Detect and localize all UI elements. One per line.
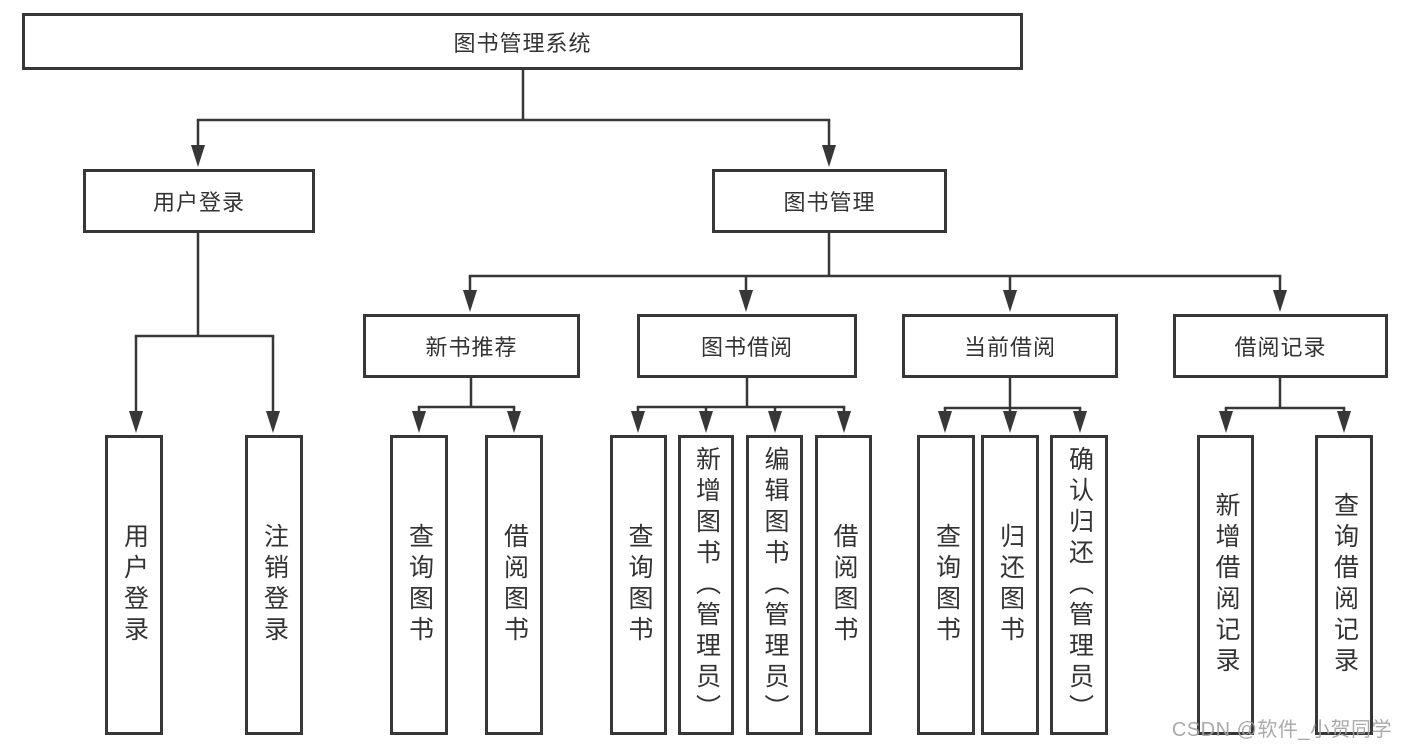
leaf-records-add-record: 新增借阅记录 bbox=[1197, 435, 1254, 735]
node-label: 新书推荐 bbox=[425, 335, 518, 360]
node-label: 当前借阅 bbox=[963, 335, 1056, 360]
node-label: 借阅图书 bbox=[830, 523, 858, 647]
node-label: 图书管理系统 bbox=[453, 30, 592, 56]
node-current-borrowing: 当前借阅 bbox=[902, 314, 1118, 378]
node-label: 用户登录 bbox=[120, 523, 149, 647]
node-label: 注销登录 bbox=[260, 523, 289, 647]
leaf-borrowing-borrow-book: 借阅图书 bbox=[815, 435, 872, 735]
node-borrowing-records: 借阅记录 bbox=[1173, 314, 1388, 378]
leaf-current-return-book: 归还图书 bbox=[981, 435, 1039, 735]
node-user-login: 用户登录 bbox=[83, 169, 315, 233]
node-label: 用户登录 bbox=[152, 190, 245, 215]
node-new-book-recommend: 新书推荐 bbox=[363, 314, 580, 378]
leaf-recommend-borrow-book: 借阅图书 bbox=[485, 435, 543, 735]
node-label: 确认归还（管理员） bbox=[1065, 445, 1094, 725]
node-label: 查询图书 bbox=[625, 523, 653, 647]
node-label: 借阅图书 bbox=[500, 523, 529, 647]
leaf-borrowing-edit-book-admin: 编辑图书（管理员） bbox=[746, 435, 803, 735]
node-label: 归还图书 bbox=[996, 523, 1025, 647]
node-label: 查询图书 bbox=[932, 523, 961, 647]
leaf-logout: 注销登录 bbox=[245, 435, 303, 735]
leaf-current-confirm-return-admin: 确认归还（管理员） bbox=[1050, 435, 1108, 735]
node-label: 新增图书（管理员） bbox=[692, 445, 721, 725]
leaf-recommend-query-book: 查询图书 bbox=[390, 435, 448, 735]
csdn-watermark: CSDN @软件_小贺同学 bbox=[1171, 719, 1392, 741]
node-label: 图书管理 bbox=[783, 190, 876, 215]
node-label: 编辑图书（管理员） bbox=[761, 445, 789, 725]
leaf-borrowing-add-book-admin: 新增图书（管理员） bbox=[678, 435, 734, 735]
leaf-borrowing-query-book: 查询图书 bbox=[610, 435, 667, 735]
node-label: 新增借阅记录 bbox=[1212, 492, 1240, 678]
node-book-management: 图书管理 bbox=[712, 169, 947, 233]
node-label: 查询借阅记录 bbox=[1330, 492, 1359, 678]
leaf-user-login: 用户登录 bbox=[105, 435, 163, 735]
leaf-current-query-book: 查询图书 bbox=[917, 435, 975, 735]
node-label: 借阅记录 bbox=[1234, 335, 1327, 360]
node-label: 查询图书 bbox=[405, 523, 434, 647]
node-root: 图书管理系统 bbox=[22, 13, 1023, 70]
node-label: 图书借阅 bbox=[700, 335, 793, 360]
leaf-records-query-record: 查询借阅记录 bbox=[1315, 435, 1373, 735]
node-book-borrowing: 图书借阅 bbox=[637, 314, 857, 378]
